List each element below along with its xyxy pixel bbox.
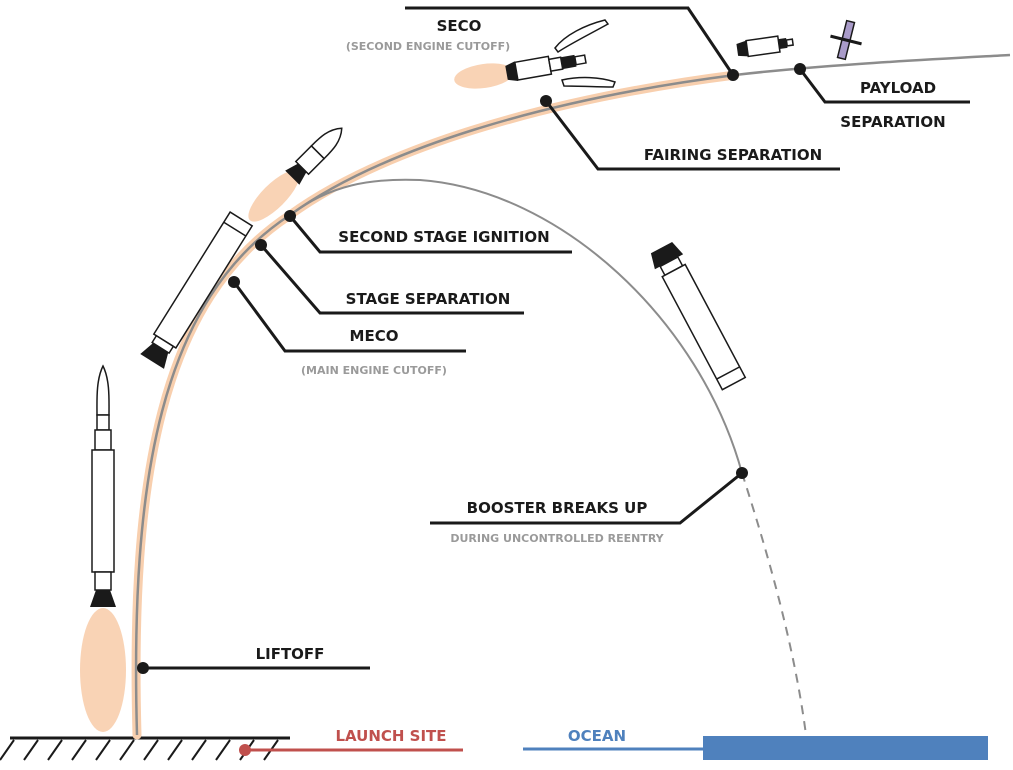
second-stage-ignition-point [284,210,296,222]
seco-sublabel: (SECOND ENGINE CUTOFF) [346,40,510,53]
first-stage-icon [140,211,254,369]
upper-stage-icon [736,35,794,58]
fairing-separation-point [540,95,552,107]
meco-sublabel: (MAIN ENGINE CUTOFF) [301,364,447,377]
payload-label-line1: PAYLOAD [860,79,936,97]
falling-booster-icon [650,241,747,391]
stage-separation-point [255,239,267,251]
ocean [523,736,988,760]
fairing-separation-icon [454,19,616,89]
booster-breakup-leader [430,471,743,525]
stage-separation-leader [259,244,524,315]
seco-leader [405,6,735,76]
booster-breakup-sublabel: DURING UNCONTROLLED REENTRY [450,532,664,545]
booster-trajectory [289,178,743,474]
meco-leader [232,281,466,353]
seco-label: SECO [437,17,482,35]
stage-separation-label: STAGE SEPARATION [346,290,511,308]
second-stage-ignition-label: SECOND STAGE IGNITION [338,228,549,246]
seco-point [727,69,739,81]
booster-breakup-label: BOOSTER BREAKS UP [467,499,648,517]
launch-site-label: LAUNCH SITE [335,727,446,745]
payload-separation-leader [798,68,970,104]
meco-label: MECO [350,327,399,345]
liftoff-label: LIFTOFF [256,645,325,663]
second-stage-ignition-leader [288,215,572,254]
liftoff-point [137,662,149,674]
launch-site-marker [239,744,463,756]
payload-separation-point [794,63,806,75]
satellite-icon [830,19,862,61]
second-stage-icon [248,127,343,222]
booster-breakup-point [736,467,748,479]
fairing-separation-label: FAIRING SEPARATION [644,146,822,164]
fairing-separation-leader [544,100,840,171]
rocket-liftoff-icon [80,364,126,732]
payload-label-line2: SEPARATION [840,113,945,131]
ocean-label: OCEAN [568,727,626,745]
meco-point [228,276,240,288]
trajectory-glow [131,70,740,740]
booster-debris-path [741,472,807,736]
ascent-trajectory [134,53,1011,736]
